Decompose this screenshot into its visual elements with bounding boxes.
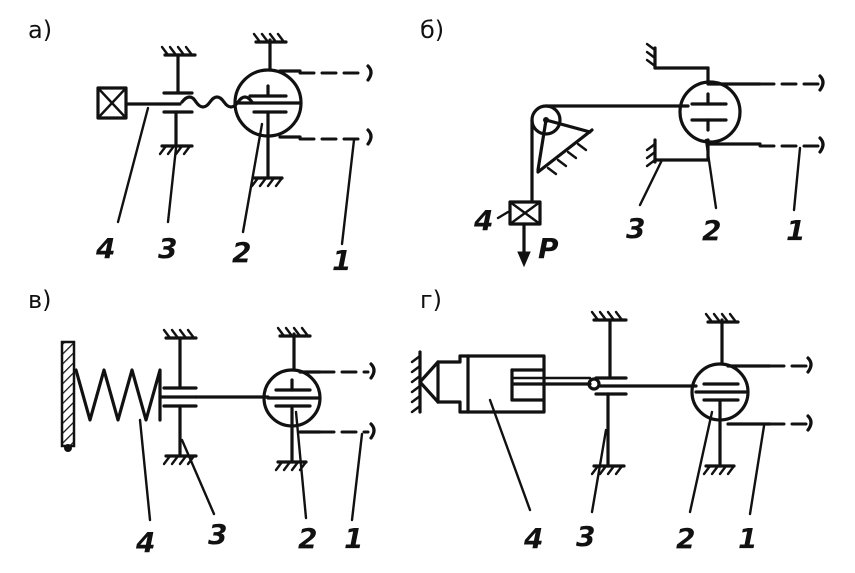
panel-g-leader-3: [590, 428, 608, 514]
panel-b-label-1: 1: [786, 214, 805, 247]
panel-b-label-2: 2: [702, 214, 721, 247]
panel-g-label-1: 1: [738, 522, 757, 555]
panel-b-weight-box: [508, 200, 542, 268]
panel-v-brake: [262, 326, 322, 472]
panel-b-leader-3: [638, 158, 664, 207]
panel-b-output: [706, 74, 825, 154]
panel-a-leader-2: [241, 122, 264, 234]
panel-v: в): [28, 286, 376, 559]
panel-a-label-2: 2: [232, 236, 251, 269]
panel-g-leader-1: [748, 424, 766, 516]
panel-a-label-3: 3: [158, 232, 177, 265]
panel-a-brake: [233, 32, 303, 188]
panel-a-leader-1: [340, 138, 356, 246]
panel-b-force-label: P: [538, 232, 559, 265]
panel-b-label-4: 4: [473, 204, 493, 237]
panel-b-label-3: 3: [626, 212, 645, 245]
panel-v-clutch: [158, 328, 198, 466]
panel-g-label-3: 3: [576, 520, 595, 553]
panel-g-cylinder: [436, 354, 592, 414]
panel-a-label-4: 4: [95, 232, 115, 265]
panel-g-brake: [690, 312, 750, 476]
panel-v-leader-3: [180, 438, 216, 516]
panel-a-actuator-box: [96, 86, 128, 120]
panel-b-leader-1: [792, 146, 802, 212]
panel-b: б) P: [420, 16, 825, 268]
panel-v-leader-4: [138, 418, 152, 522]
panel-b-letter: б): [420, 16, 444, 44]
panel-v-label-1: 1: [344, 522, 363, 555]
panel-g-clutch: [587, 310, 628, 476]
panel-a-leader-3: [166, 146, 178, 224]
panel-b-pulley: [530, 104, 594, 176]
panel-b-frame: [645, 42, 710, 168]
panel-g-wall: [410, 350, 440, 414]
panel-b-leader-2: [704, 138, 718, 210]
panel-v-leader-1: [350, 432, 364, 522]
panel-g-output: [726, 356, 813, 432]
panel-v-spring: [74, 368, 162, 422]
panel-g-leader-2: [688, 410, 714, 514]
panel-v-label-4: 4: [135, 526, 155, 559]
panel-v-letter: в): [28, 286, 52, 314]
panel-v-wall: [60, 340, 76, 452]
panel-b-brake: [678, 80, 742, 144]
panel-v-output: [298, 362, 376, 440]
panel-a: а): [28, 16, 373, 277]
panel-a-leader-4: [116, 106, 150, 224]
panel-g-label-4: 4: [523, 522, 543, 555]
panel-v-label-3: 3: [208, 518, 227, 551]
panel-g-leader-4: [488, 398, 532, 512]
panel-g-letter: г): [420, 286, 442, 314]
panel-a-clutch: [158, 45, 197, 156]
panel-g-label-2: 2: [676, 522, 695, 555]
panel-a-label-1: 1: [332, 244, 351, 277]
panel-a-output: [278, 64, 373, 146]
panel-v-label-2: 2: [298, 522, 317, 555]
panel-g: г): [410, 286, 813, 555]
panel-b-leader-4: [496, 210, 510, 220]
panel-v-leader-2: [294, 410, 308, 520]
panel-a-cable: [180, 95, 254, 109]
panel-a-letter: а): [28, 16, 52, 44]
